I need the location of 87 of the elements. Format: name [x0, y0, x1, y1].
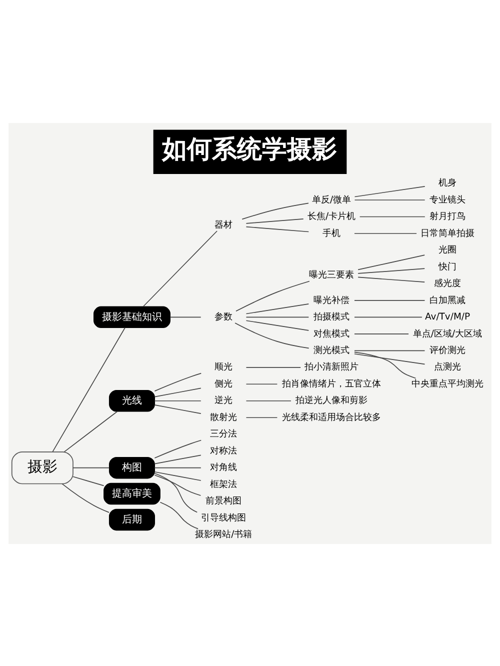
connector — [236, 280, 310, 312]
diagram-title: 如何系统学摄影 — [162, 134, 338, 164]
node-text: 顺光 — [214, 361, 233, 372]
node-text: 拍肖像情绪片，五官立体 — [282, 378, 382, 389]
connector — [154, 387, 202, 397]
connector — [246, 316, 310, 318]
node-text: 拍逆光人像和剪影 — [296, 394, 368, 406]
node-box: 摄影 — [11, 451, 74, 484]
connector — [246, 416, 278, 418]
connector — [358, 268, 426, 274]
node-text: 对称法 — [210, 444, 238, 456]
connector — [62, 482, 110, 512]
node-text: 快门 — [438, 260, 457, 272]
node-text: 对角线 — [210, 462, 238, 473]
node-text: 对焦模式 — [314, 328, 350, 339]
connector — [154, 474, 202, 496]
node-text: 参数 — [214, 311, 233, 322]
node-text: 日常简单拍摄 — [420, 227, 475, 238]
connector — [354, 199, 426, 200]
node-box: 提高审美 — [104, 482, 160, 504]
node-text: 三分法 — [210, 428, 238, 440]
connector — [354, 350, 426, 351]
node-text: 前景构图 — [206, 495, 242, 506]
node-text: 单点/区域/大区域 — [412, 328, 482, 339]
connector — [154, 466, 202, 468]
connector — [354, 232, 417, 234]
connector — [154, 439, 202, 458]
connector — [246, 226, 310, 232]
node-text: 评价测光 — [430, 344, 466, 356]
connector — [354, 352, 426, 364]
connector — [154, 400, 202, 401]
node-text: 拍小清新照片 — [304, 361, 359, 372]
connector — [142, 230, 218, 307]
node-text: 光圈 — [438, 244, 457, 256]
connector — [358, 254, 426, 270]
connector — [52, 326, 126, 452]
node-text: 框架法 — [210, 478, 238, 490]
node-text: 手机 — [322, 227, 341, 238]
connector — [160, 501, 198, 529]
node-text: 机身 — [438, 177, 457, 188]
node-box: 摄影基础知识 — [93, 306, 170, 328]
node-text: 专业镜头 — [430, 194, 466, 205]
connector — [354, 351, 416, 378]
connector — [242, 202, 309, 220]
node-text: 感光度 — [434, 278, 462, 289]
node-text: 引导线构图 — [201, 512, 246, 523]
connector — [246, 218, 304, 224]
connector — [246, 303, 310, 314]
node-text: 白加黑减 — [430, 294, 466, 306]
connector — [246, 320, 310, 330]
connector — [359, 216, 426, 217]
connector — [72, 466, 110, 468]
connector — [72, 476, 104, 486]
node-text: 摄影网站/书籍 — [195, 528, 252, 540]
node-text: 点测光 — [434, 361, 462, 372]
node-text: 长焦/卡片机 — [308, 210, 356, 222]
node-text: 光线柔和适用场合比较多 — [282, 411, 382, 422]
connector — [64, 410, 118, 452]
node-text: 散射光 — [210, 411, 238, 422]
connector — [154, 472, 198, 512]
node-text: 射月打鸟 — [430, 210, 466, 222]
node-text: Av/Tv/M/P — [425, 311, 470, 322]
connector — [354, 186, 426, 197]
connector — [154, 470, 202, 480]
node-text: 器材 — [214, 218, 233, 230]
connector — [354, 316, 422, 318]
connector — [246, 383, 278, 384]
node-text: 测光模式 — [314, 344, 350, 356]
connector — [246, 400, 292, 401]
node-text: 曝光三要素 — [309, 269, 354, 280]
connector — [358, 276, 426, 282]
connector — [154, 404, 202, 414]
node-text: 侧光 — [214, 378, 233, 389]
connector — [354, 333, 409, 334]
node-text: 曝光补偿 — [314, 294, 350, 306]
node-text: 中央重点平均测光 — [412, 378, 484, 389]
connector — [234, 322, 310, 348]
node-text: 逆光 — [214, 394, 233, 406]
connector — [154, 454, 202, 464]
node-text: 拍摄模式 — [314, 311, 350, 322]
node-text: 单反/微单 — [312, 194, 352, 205]
connector — [170, 316, 202, 318]
connector — [154, 372, 202, 391]
node-box: 后期 — [108, 508, 155, 530]
connector — [246, 366, 301, 368]
node-box: 构图 — [108, 456, 155, 478]
node-box: 光线 — [108, 390, 155, 412]
